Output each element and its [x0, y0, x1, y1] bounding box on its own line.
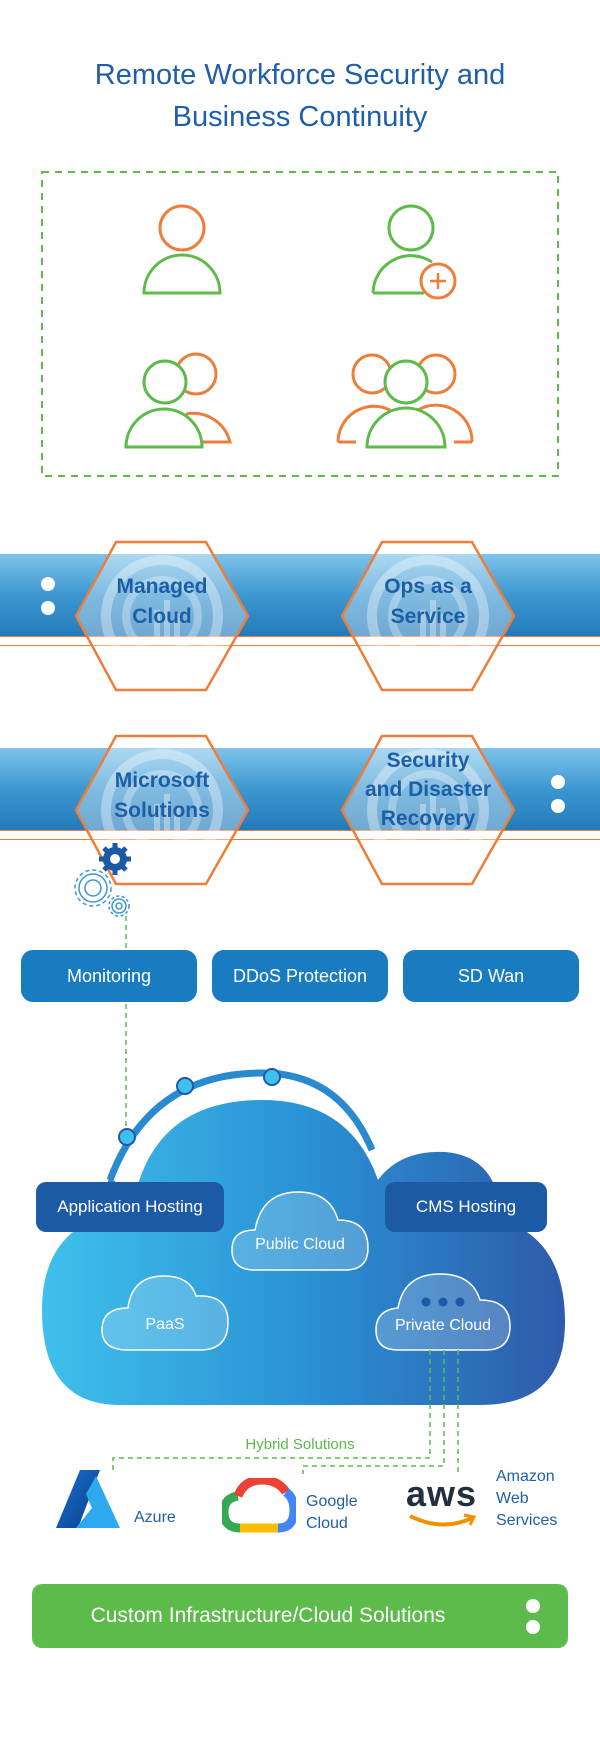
- gear-icon: [74, 869, 112, 907]
- aws-logo-icon: aws: [406, 1476, 486, 1536]
- service-label: Ops as a: [384, 575, 472, 598]
- service-label: Security: [386, 749, 470, 772]
- google-label-line: Google: [306, 1493, 358, 1510]
- hexagon-managed-cloud: [74, 540, 250, 692]
- aws-label-line: Services: [496, 1512, 558, 1529]
- aws-smile-icon: [409, 1513, 477, 1527]
- feature-monitoring[interactable]: Monitoring: [21, 950, 197, 1002]
- service-label: Solutions: [114, 799, 210, 822]
- aws-wordmark: aws: [406, 1473, 478, 1514]
- google-label-line: Cloud: [306, 1515, 348, 1532]
- rack-dot: [526, 1599, 540, 1613]
- service-band-2-rail: [0, 830, 600, 840]
- service-label: Service: [390, 605, 466, 628]
- service-managed-cloud: Managed Cloud: [87, 572, 237, 632]
- title-line-2: Business Continuity: [172, 101, 428, 133]
- page-title: Remote Workforce Security and Business C…: [0, 54, 600, 138]
- service-band-1-rail: [0, 636, 600, 646]
- rack-dot: [41, 601, 55, 615]
- single-user-icon: [142, 204, 222, 295]
- google-cloud-label: Google Cloud: [306, 1491, 358, 1535]
- hexagon-ops-as-a-service: [340, 540, 516, 692]
- title-line-1: Remote Workforce Security and: [94, 59, 506, 91]
- google-cloud-logo-icon: [222, 1478, 296, 1533]
- hexagon-security-disaster-recovery: [340, 734, 516, 886]
- application-hosting-pill[interactable]: Application Hosting: [36, 1182, 224, 1232]
- cms-hosting-pill[interactable]: CMS Hosting: [385, 1182, 547, 1232]
- service-label: Recovery: [380, 807, 476, 830]
- users-box: [41, 171, 559, 477]
- feature-ddos-protection[interactable]: DDoS Protection: [212, 950, 388, 1002]
- service-security-disaster-recovery: Security and Disaster Recovery: [353, 746, 503, 833]
- aws-label-line: Amazon: [496, 1468, 555, 1485]
- custom-infrastructure-bar[interactable]: Custom Infrastructure/Cloud Solutions: [32, 1584, 568, 1648]
- aws-label: Amazon Web Services: [496, 1466, 557, 1532]
- public-cloud-label: Public Cloud: [255, 1236, 345, 1253]
- hybrid-connectors: [112, 1350, 459, 1474]
- add-user-icon: [371, 204, 457, 300]
- public-cloud-icon: [231, 1191, 369, 1271]
- rack-dot: [551, 799, 565, 813]
- service-microsoft-solutions: Microsoft Solutions: [87, 766, 237, 826]
- cloud-diagram: [42, 1068, 565, 1405]
- private-cloud-icon: [375, 1273, 511, 1351]
- paas-label: PaaS: [145, 1316, 185, 1333]
- custom-infrastructure-label: Custom Infrastructure/Cloud Solutions: [90, 1604, 446, 1627]
- service-hexagons: [74, 540, 516, 886]
- paas-cloud-icon: [101, 1275, 229, 1351]
- service-label: Microsoft: [114, 769, 210, 792]
- group-users-icon: [336, 353, 474, 449]
- gear-icon: [108, 895, 130, 917]
- gear-icon: [99, 843, 131, 875]
- private-cloud-label: Private Cloud: [394, 1317, 492, 1334]
- service-ops-as-a-service: Ops as a Service: [353, 572, 503, 632]
- feature-sd-wan[interactable]: SD Wan: [403, 950, 579, 1002]
- azure-label: Azure: [134, 1509, 176, 1526]
- azure-logo-icon: [56, 1470, 120, 1528]
- aws-label-line: Web: [496, 1490, 529, 1507]
- service-label: Cloud: [132, 605, 192, 628]
- rack-dot: [551, 775, 565, 789]
- hexagon-microsoft-solutions: [74, 734, 250, 886]
- service-label: and Disaster: [364, 778, 492, 801]
- rack-dot: [526, 1620, 540, 1634]
- gears-connector: [74, 843, 131, 1136]
- hybrid-solutions-label: Hybrid Solutions: [245, 1436, 355, 1453]
- service-label: Managed: [116, 575, 208, 598]
- rack-dot: [41, 577, 55, 591]
- two-users-icon: [124, 352, 232, 449]
